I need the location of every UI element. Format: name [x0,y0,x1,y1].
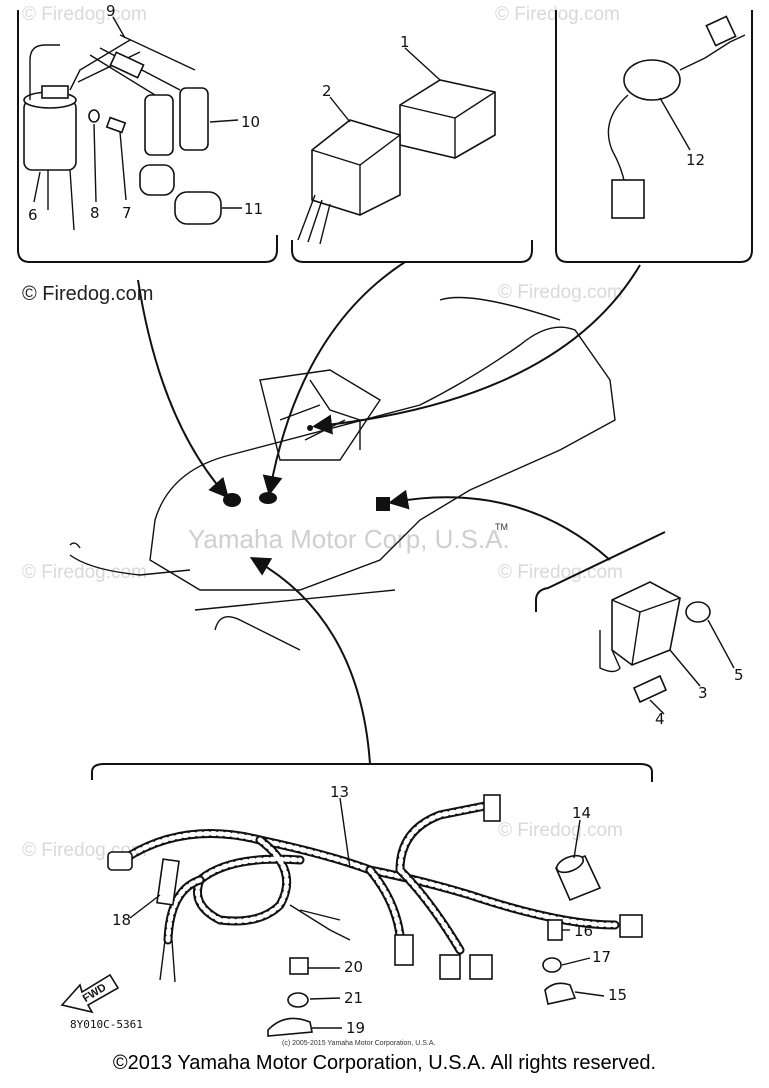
location-rectifier [376,497,390,511]
group-bracket-top-left [17,10,278,263]
location-arrows [137,261,641,765]
part-rectifier-regulator [599,581,711,704]
label-part-16: 16 [574,922,593,940]
label-part-21: 21 [344,989,363,1007]
watermark-top-center: © Firedog.com [495,4,620,25]
part-sleeve [554,854,602,902]
label-part-12: 12 [686,151,705,169]
label-part-20: 20 [344,958,363,976]
label-part-11: 11 [244,200,263,218]
part-cdi-unit [297,79,496,245]
label-part-5: 5 [734,666,744,684]
copyright-footer: ©2013 Yamaha Motor Corporation, U.S.A. A… [112,1052,657,1074]
watermark-top-left: © Firedog.com [22,4,147,25]
location-main-switch [307,425,313,431]
label-part-3: 3 [698,684,708,702]
label-part-13: 13 [330,783,349,801]
snowmobile-body [69,296,616,651]
label-part-4: 4 [655,710,665,728]
label-part-15: 15 [608,986,627,1004]
label-part-14: 14 [572,804,591,822]
small-copyright: (c) 2005-2015 Yamaha Motor Corporation, … [282,1040,435,1047]
part-main-switch [607,15,746,219]
watermark-right-3: © Firedog.com [498,820,623,841]
watermark-mid-left: © Firedog.com [22,283,153,305]
group-bracket-right [535,531,666,612]
location-cdi [259,492,277,504]
label-part-6: 6 [28,206,38,224]
leader-lines [33,16,735,1029]
part-spark-plug-caps [88,34,222,225]
location-ignition [223,493,241,507]
watermark-center: Yamaha Motor Corp, U.S.A. [188,524,510,554]
label-part-2: 2 [322,82,332,100]
label-part-7: 7 [122,204,132,222]
part-ignition-coil [23,39,141,231]
watermark-mid-right: © Firedog.com [498,282,623,303]
label-part-10: 10 [241,113,260,131]
fwd-arrow: FWD [60,973,120,1014]
watermark-right-2: © Firedog.com [498,562,623,583]
label-part-19: 19 [346,1019,365,1037]
label-part-9: 9 [106,2,116,20]
part-wire-harness [107,794,643,983]
watermark-left-2: © Firedog.com [22,562,147,583]
label-part-1: 1 [400,33,410,51]
part-number-labels: 1 2 3 4 5 6 7 8 9 10 11 12 13 14 15 16 1… [28,2,744,1037]
fasteners [267,919,577,1037]
group-bracket-bottom [91,763,653,782]
part-band [156,858,180,906]
label-part-18: 18 [112,911,131,929]
label-part-8: 8 [90,204,100,222]
group-bracket-top-right [555,10,753,263]
watermark-tm: TM [495,522,508,532]
group-bracket-top-center [291,240,533,263]
watermark-layer: © Firedog.com © Firedog.com © Firedog.co… [22,4,623,861]
label-part-17: 17 [592,948,611,966]
diagram-code: 8Y010C-5361 [70,1018,143,1031]
